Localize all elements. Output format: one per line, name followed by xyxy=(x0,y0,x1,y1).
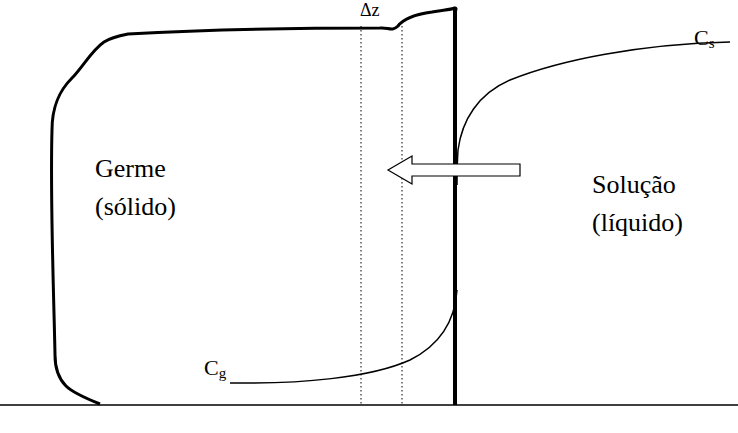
ground-line xyxy=(0,404,738,406)
slab-line xyxy=(402,26,403,405)
slab-line xyxy=(361,26,362,405)
concentration-curve xyxy=(230,290,457,383)
interface-dot xyxy=(453,7,458,12)
nucleus-outline xyxy=(51,8,455,404)
phase-label: Solução (líquido) xyxy=(592,166,732,241)
flux-arrow xyxy=(388,156,520,184)
concentration-label: Cs xyxy=(694,26,715,52)
concentration-label: Cg xyxy=(204,356,226,382)
interface-line xyxy=(453,8,457,405)
thickness-label: Δz xyxy=(358,1,382,21)
phase-label: Germe (sólido) xyxy=(95,150,210,225)
